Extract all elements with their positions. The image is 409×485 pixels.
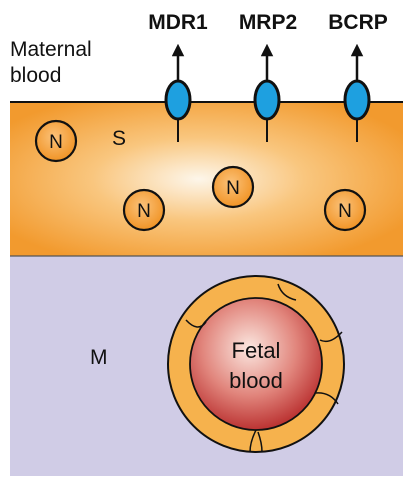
maternal-blood-label-line2: blood	[10, 64, 61, 87]
svg-text:N: N	[226, 178, 240, 199]
transporter-oval	[255, 81, 279, 119]
nucleus: N	[213, 167, 253, 207]
maternal-blood-label-line1: Maternal	[10, 38, 92, 61]
transporter-label: MDR1	[148, 11, 208, 34]
transporter-oval	[345, 81, 369, 119]
fetal-blood-label-line1: Fetal	[232, 338, 281, 363]
transporter-oval	[166, 81, 190, 119]
fetal-blood-label-line2: blood	[229, 368, 283, 393]
transporter-label: BCRP	[328, 11, 388, 34]
nucleus: N	[124, 190, 164, 230]
svg-text:N: N	[338, 201, 352, 222]
nucleus: N	[325, 190, 365, 230]
fetal-capillary: Fetal blood	[168, 276, 344, 452]
mesenchyme-label: M	[90, 346, 108, 369]
capillary-lumen	[190, 298, 322, 430]
transporter-label: MRP2	[239, 11, 297, 34]
syncytio-label: S	[112, 127, 126, 150]
svg-text:N: N	[137, 201, 151, 222]
nucleus: N	[36, 121, 76, 161]
svg-text:N: N	[49, 132, 63, 153]
